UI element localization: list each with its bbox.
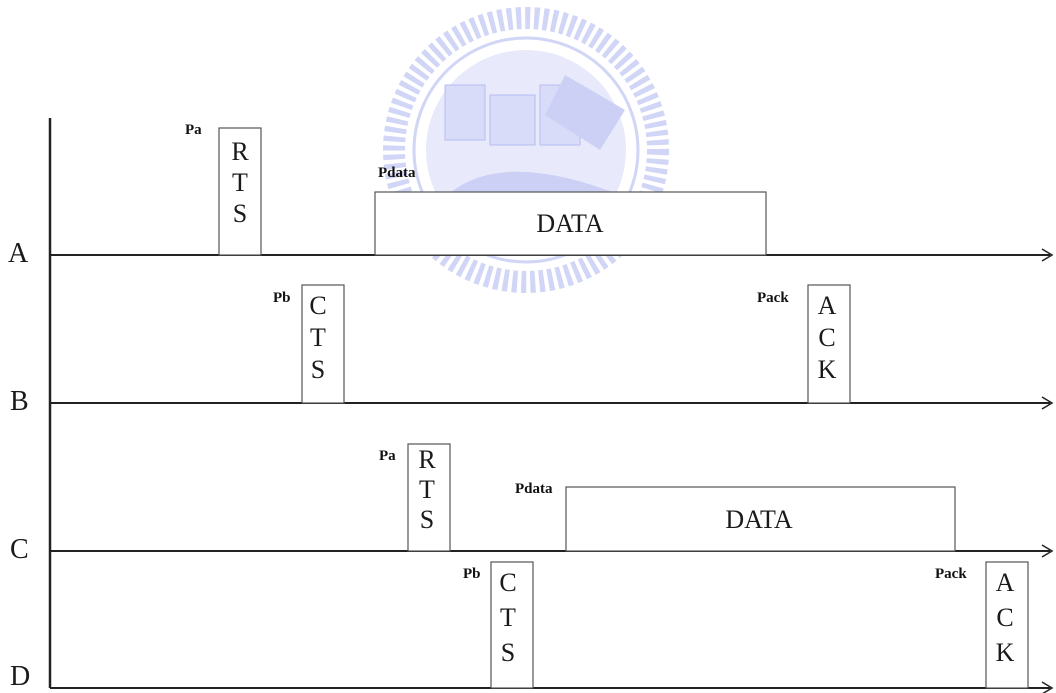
frame-text-d-cts: CTS bbox=[499, 568, 516, 667]
lane-label-b: B bbox=[10, 386, 29, 417]
power-label-c-rts: Pa bbox=[379, 448, 396, 464]
power-label-d-cts: Pb bbox=[463, 566, 481, 582]
power-label-b-cts: Pb bbox=[273, 290, 291, 306]
frame-letter: S bbox=[420, 505, 434, 534]
lane-label-c: C bbox=[10, 534, 29, 565]
frame-text-a-data: DATA bbox=[536, 209, 603, 238]
frame-letter: T bbox=[419, 475, 435, 504]
frame-letter: S bbox=[311, 355, 325, 384]
power-label-a-data: Pdata bbox=[378, 165, 416, 181]
power-label-b-ack: Pack bbox=[757, 290, 789, 306]
frame-text-d-ack: ACK bbox=[996, 568, 1015, 667]
lane-d-baseline bbox=[50, 682, 1052, 693]
power-label-d-ack: Pack bbox=[935, 566, 967, 582]
frame-letter: A bbox=[818, 291, 837, 320]
frame-text-b-cts: CTS bbox=[309, 291, 326, 384]
power-label-c-data: Pdata bbox=[515, 481, 553, 497]
frame-letter: A bbox=[996, 568, 1015, 597]
frame-letter: T bbox=[310, 323, 326, 352]
frame-letter: K bbox=[996, 638, 1015, 667]
frame-text-b-ack: ACK bbox=[818, 291, 837, 384]
frame-letter: R bbox=[418, 445, 436, 474]
power-label-a-rts: Pa bbox=[185, 122, 202, 138]
frame-letter: T bbox=[232, 168, 248, 197]
frame-letter: C bbox=[996, 603, 1013, 632]
frame-letter: C bbox=[309, 291, 326, 320]
frame-text-c-data: DATA bbox=[725, 505, 792, 534]
frame-text-a-rts: RTS bbox=[231, 137, 249, 228]
frame-letter: K bbox=[818, 355, 837, 384]
frame-text-c-rts: RTS bbox=[418, 445, 436, 534]
frame-letter: S bbox=[233, 199, 247, 228]
frame-letter: T bbox=[500, 603, 516, 632]
frame-letter: S bbox=[501, 638, 515, 667]
frame-letter: C bbox=[499, 568, 516, 597]
lane-label-d: D bbox=[10, 661, 30, 692]
frame-letter: C bbox=[818, 323, 835, 352]
lane-b-baseline bbox=[50, 397, 1052, 409]
frame-letter: R bbox=[231, 137, 249, 166]
lane-label-a: A bbox=[8, 238, 29, 269]
